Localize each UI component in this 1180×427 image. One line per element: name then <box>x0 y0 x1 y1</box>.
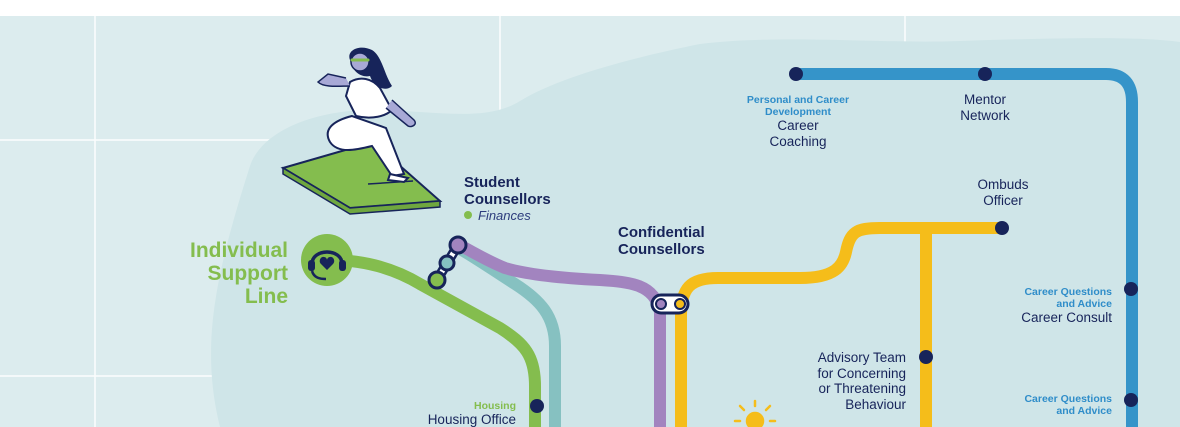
yellow-line <box>675 222 1008 427</box>
station-career-questions-2[interactable] <box>1124 393 1138 407</box>
platform-side <box>282 166 441 215</box>
station-housing-office[interactable] <box>530 399 544 413</box>
interchange-purple-node <box>448 235 468 255</box>
individual-support-line-label: Individual Support Line <box>190 239 288 308</box>
mentor-network-label: Mentor Network <box>945 92 1025 123</box>
stations <box>530 67 1138 413</box>
mentor-network-2: Network <box>960 107 1010 123</box>
career-questions-2-label: Career Questions and Advice <box>1024 393 1112 417</box>
advisory-team-4: Behaviour <box>845 396 906 412</box>
station-personal-career[interactable] <box>789 67 803 81</box>
interchange-yellow-node <box>674 298 686 310</box>
individual-support-line-2: Support <box>207 262 288 286</box>
heart-icon <box>319 256 335 270</box>
housing-office-name: Housing Office <box>427 412 516 427</box>
headset-left-ear <box>308 260 315 271</box>
interchange-green-node <box>427 270 447 290</box>
ombuds-officer-label: Ombuds Officer <box>963 177 1043 208</box>
ombuds-officer-2: Officer <box>983 192 1023 208</box>
career-consult-name: Career Consult <box>1021 310 1112 326</box>
advisory-team-label: Advisory Team for Concerning or Threaten… <box>817 350 906 412</box>
woman-on-platform-illustration <box>280 47 443 215</box>
background-blob <box>211 38 1180 427</box>
mentor-network-1: Mentor <box>963 92 1007 107</box>
interchange-student-counsellors[interactable] <box>427 235 468 290</box>
station-career-consult[interactable] <box>1124 282 1138 296</box>
confidential-counsellors-label: Confidential Counsellors <box>618 224 705 259</box>
station-ombuds-officer[interactable] <box>995 221 1009 235</box>
advisory-team-1: Advisory Team <box>817 350 906 365</box>
station-mentor-network[interactable] <box>978 67 992 81</box>
woman-legs <box>326 114 406 178</box>
woman-arm-right <box>385 99 417 128</box>
career-consult-category-2: and Advice <box>1056 298 1112 311</box>
network-diagram <box>0 16 1180 427</box>
confidential-counsellors-title-1: Confidential <box>618 224 705 241</box>
support-network-map: Individual Support Line Student Counsell… <box>0 16 1180 427</box>
sun-core <box>745 411 765 427</box>
individual-support-line-1: Individual <box>189 239 288 262</box>
headset-heart-icon[interactable] <box>301 234 353 286</box>
career-coaching-label: Personal and Career Development Career C… <box>736 94 860 149</box>
headset-right-ear <box>339 260 346 271</box>
career-questions-2-category-2: and Advice <box>1056 405 1112 418</box>
student-counsellors-title-2: Counsellors <box>464 191 551 209</box>
career-coaching-2: Coaching <box>769 133 827 149</box>
personal-career-category-1: Personal and Career <box>746 94 850 106</box>
housing-office-label: Housing Housing Office <box>428 400 516 427</box>
green-line <box>324 254 541 427</box>
student-counsellors-title-1: Student <box>464 174 520 191</box>
career-consult-category-1: Career Questions <box>1024 286 1112 298</box>
sun-ray <box>764 404 772 412</box>
ombuds-officer-1: Ombuds <box>977 177 1029 192</box>
woman-shoe <box>386 172 410 184</box>
advisory-team-2: for Concerning <box>817 365 906 381</box>
student-counsellors-label: Student Counsellors Finances <box>464 174 551 223</box>
finances-dot-icon <box>464 210 472 219</box>
career-questions-2-category-1: Career Questions <box>1024 393 1112 405</box>
student-counsellors-sub: Finances <box>464 207 551 224</box>
sun-icon <box>733 399 777 427</box>
personal-career-category-2: Development <box>765 106 831 119</box>
individual-support-line-3: Line <box>244 285 288 309</box>
career-coaching-1: Career <box>777 118 819 134</box>
interchange-purple-node <box>655 298 667 310</box>
woman-face <box>350 52 370 72</box>
station-advisory-team[interactable] <box>919 350 933 364</box>
student-counsellors-finances: Finances <box>478 207 531 223</box>
woman-arm-left <box>316 73 351 88</box>
interchange-teal-node <box>438 254 456 272</box>
blue-line <box>790 68 1138 427</box>
headset-mic <box>310 270 327 281</box>
purple-line <box>451 238 666 427</box>
career-consult-label: Career Questions and Advice Career Consu… <box>1021 286 1112 326</box>
confidential-counsellors-title-2: Counsellors <box>618 241 705 259</box>
sun-ray <box>738 404 746 412</box>
advisory-team-3: or Threatening <box>818 381 906 397</box>
housing-category: Housing <box>474 400 516 412</box>
interchange-confidential-counsellors[interactable] <box>650 293 690 315</box>
